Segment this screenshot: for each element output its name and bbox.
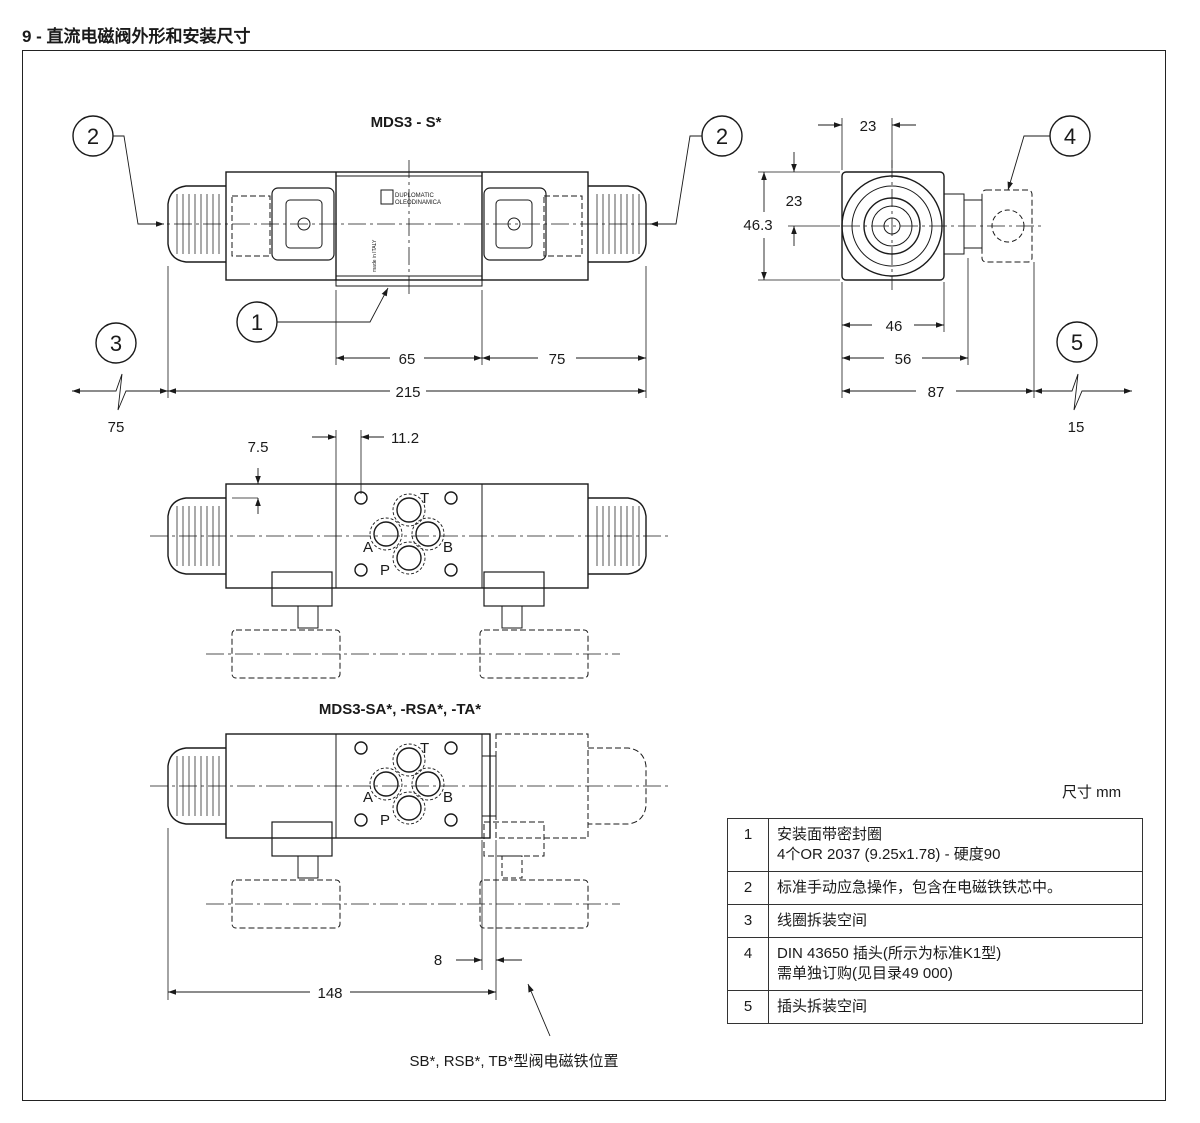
legend-line: DIN 43650 插头(所示为标准K1型) — [777, 945, 1002, 962]
callout-2-left-label: 2 — [87, 124, 99, 149]
legend-num: 2 — [727, 871, 769, 905]
legend-table: 1 安装面带密封圈 4个OR 2037 (9.25x1.78) - 硬度90 2… — [727, 818, 1143, 1024]
legend-text: 线圈拆装空间 — [768, 904, 1143, 938]
callout-2-left — [72, 115, 114, 157]
callout-5-label: 5 — [1071, 330, 1083, 355]
legend-num: 5 — [727, 990, 769, 1024]
side-view — [758, 118, 1042, 398]
legend-num: 1 — [727, 818, 769, 872]
view-label-mds3-sa: MDS3-SA*, -RSA*, -TA* — [319, 701, 481, 718]
port-a-bottom: A — [363, 789, 373, 806]
units-label: 尺寸 mm — [1062, 784, 1122, 801]
port-t-bottom: T — [420, 740, 429, 757]
dim-7-5: 7.5 — [248, 439, 269, 456]
callout-2-right-label: 2 — [716, 124, 728, 149]
legend-row: 1 安装面带密封圈 4个OR 2037 (9.25x1.78) - 硬度90 — [727, 818, 1143, 872]
port-b-bottom: B — [443, 789, 453, 806]
dim-46-3: 46.3 — [743, 217, 772, 234]
front-view-top — [145, 160, 668, 398]
sb-note: SB*, RSB*, TB*型阀电磁铁位置 — [410, 1053, 619, 1070]
dim-11-2: 11.2 — [391, 430, 419, 447]
dim-75: 75 — [549, 351, 566, 368]
legend-num: 3 — [727, 904, 769, 938]
drawing-frame — [22, 50, 1166, 1101]
legend-line: 线圈拆装空间 — [777, 912, 868, 929]
legend-row: 2 标准手动应急操作，包含在电磁铁铁芯中。 — [727, 871, 1143, 905]
port-b-mid: B — [443, 539, 453, 556]
dim-75-left: 75 — [108, 419, 125, 436]
dim-65: 65 — [399, 351, 416, 368]
port-p-mid: P — [380, 562, 390, 579]
callout-5 — [1056, 321, 1098, 363]
made-in-italy: made in ITALY — [372, 239, 378, 272]
brand-line-2: OLEODINAMICA — [395, 200, 441, 206]
port-t-mid: T — [420, 490, 429, 507]
legend-text: 标准手动应急操作，包含在电磁铁铁芯中。 — [768, 871, 1143, 905]
dim-148: 148 — [317, 985, 342, 1002]
legend-line: 需单独订购(见目录49 000) — [777, 965, 953, 982]
bottom-view-sa — [150, 733, 668, 1000]
callout-1 — [236, 301, 278, 343]
dim-23-top: 23 — [860, 118, 877, 135]
dim-46: 46 — [886, 318, 903, 335]
dim-15: 15 — [1068, 419, 1085, 436]
callout-4-label: 4 — [1064, 124, 1076, 149]
dim-87: 87 — [928, 384, 945, 401]
callout-4 — [1049, 115, 1091, 157]
page-title: 9 - 直流电磁阀外形和安装尺寸 — [22, 27, 251, 46]
legend-text: DIN 43650 插头(所示为标准K1型) 需单独订购(见目录49 000) — [768, 937, 1143, 991]
legend-line: 插头拆装空间 — [777, 998, 868, 1015]
port-a-mid: A — [363, 539, 373, 556]
view-label-mds3-s: MDS3 - S* — [371, 114, 442, 131]
legend-line: 4个OR 2037 (9.25x1.78) - 硬度90 — [777, 846, 1001, 863]
legend-line: 安装面带密封圈 — [777, 826, 883, 843]
callout-1-label: 1 — [251, 310, 263, 335]
port-p-bottom: P — [380, 812, 390, 829]
legend-line: 标准手动应急操作，包含在电磁铁铁芯中。 — [777, 879, 1063, 896]
legend-text: 插头拆装空间 — [768, 990, 1143, 1024]
callout-3-label: 3 — [110, 331, 122, 356]
bottom-view-mid — [150, 430, 668, 679]
legend-row: 5 插头拆装空间 — [727, 990, 1143, 1024]
dim-8: 8 — [434, 952, 442, 969]
legend-row: 4 DIN 43650 插头(所示为标准K1型) 需单独订购(见目录49 000… — [727, 937, 1143, 991]
dim-23-side: 23 — [786, 193, 803, 210]
callout-2-right — [701, 115, 743, 157]
dim-215: 215 — [395, 384, 420, 401]
legend-row: 3 线圈拆装空间 — [727, 904, 1143, 938]
legend-text: 安装面带密封圈 4个OR 2037 (9.25x1.78) - 硬度90 — [768, 818, 1143, 872]
callout-3 — [95, 322, 137, 364]
legend-num: 4 — [727, 937, 769, 991]
dim-56: 56 — [895, 351, 912, 368]
brand-line-1: DUPLOMATIC — [395, 193, 435, 199]
